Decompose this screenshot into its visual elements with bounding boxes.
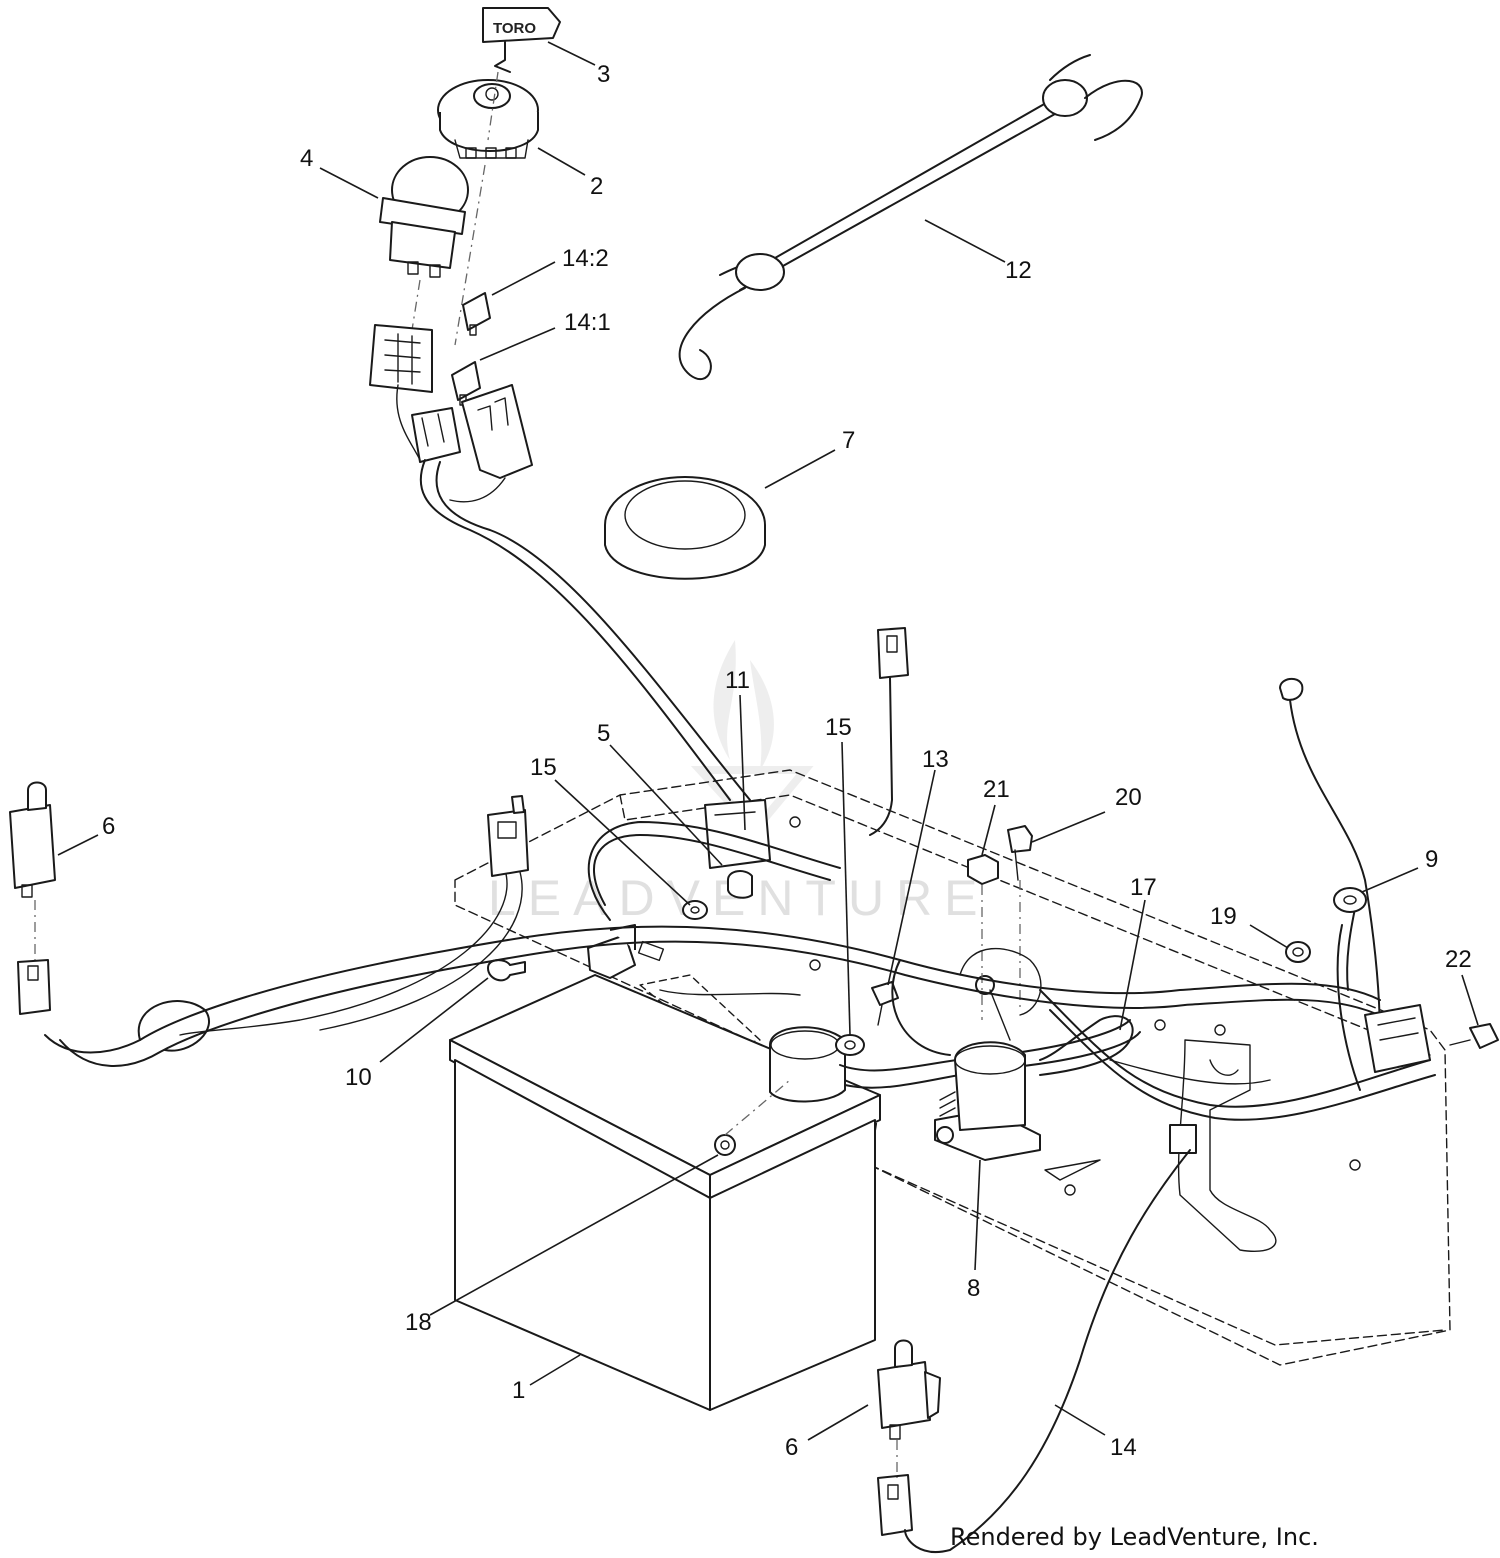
callout-4: 4 xyxy=(300,145,313,172)
harness-plug-left xyxy=(487,795,529,877)
callout-22: 22 xyxy=(1445,946,1472,973)
callout-19: 19 xyxy=(1210,903,1237,930)
nut-19 xyxy=(1285,941,1311,963)
plug-connector xyxy=(869,627,909,836)
callout-21: 21 xyxy=(983,776,1010,803)
callout-14: 14 xyxy=(1110,1434,1137,1461)
watermark-logo xyxy=(690,640,814,837)
bolt-22 xyxy=(1449,1023,1499,1049)
callout-17: 17 xyxy=(1130,874,1157,901)
render-credit: Rendered by LeadVenture, Inc. xyxy=(950,1523,1319,1551)
pto-switch xyxy=(379,156,469,278)
battery-cap xyxy=(604,476,766,580)
callout-3: 3 xyxy=(597,61,610,88)
bungee-cord xyxy=(678,54,1143,381)
callout-10: 10 xyxy=(345,1064,372,1091)
mount-bracket xyxy=(704,799,771,869)
cable-17 xyxy=(1039,1015,1134,1076)
interlock-switch-left xyxy=(9,781,56,1015)
callout-20: 20 xyxy=(1115,784,1142,811)
ignition-switch xyxy=(437,79,539,159)
wire-14 xyxy=(904,1149,1191,1553)
washer-15-b xyxy=(835,1034,865,1056)
key-brand-label: TORO xyxy=(493,20,536,37)
bracket-5 xyxy=(727,870,753,899)
nut-21 xyxy=(967,854,999,885)
fuse-holder xyxy=(411,384,533,479)
callout-9: 9 xyxy=(1425,846,1438,873)
callout-11: 11 xyxy=(725,667,750,694)
right-connector xyxy=(1364,1004,1431,1073)
interlock-switch-bottom xyxy=(877,1339,941,1536)
callout-5: 5 xyxy=(597,720,610,747)
washer-15-a xyxy=(682,900,708,920)
lower-connector xyxy=(1169,1124,1197,1154)
callout-1: 1 xyxy=(512,1377,525,1404)
starter-solenoid xyxy=(934,975,1041,1161)
callout-14-1: 14:1 xyxy=(564,309,611,336)
callout-15b: 15 xyxy=(825,714,852,741)
callout-14-2: 14:2 xyxy=(562,245,609,272)
battery xyxy=(449,974,881,1411)
callout-12: 12 xyxy=(1005,257,1032,284)
frame-crossmember xyxy=(1177,1039,1277,1252)
ignition-key: TORO xyxy=(482,7,561,73)
dash-harness xyxy=(396,384,751,801)
callout-6a: 6 xyxy=(102,813,115,840)
callout-18: 18 xyxy=(405,1309,432,1336)
battery-dash-line xyxy=(724,1079,791,1136)
callout-6b: 6 xyxy=(785,1434,798,1461)
leader-lines xyxy=(57,41,1479,1441)
ground-cable xyxy=(1279,677,1381,1091)
pto-dash-line xyxy=(411,279,421,331)
bolt-20 xyxy=(1007,825,1033,881)
callout-7: 7 xyxy=(842,427,855,454)
callout-8: 8 xyxy=(967,1275,980,1302)
callout-2: 2 xyxy=(590,173,603,200)
fuse-14-2 xyxy=(462,292,491,336)
callout-15a: 15 xyxy=(530,754,557,781)
battery-clamp xyxy=(487,924,665,982)
fuse-14-1 xyxy=(451,361,481,406)
callout-13: 13 xyxy=(922,746,949,773)
pto-connector xyxy=(369,324,433,393)
main-harness xyxy=(44,869,1436,1121)
switch-dash-line xyxy=(454,164,486,346)
